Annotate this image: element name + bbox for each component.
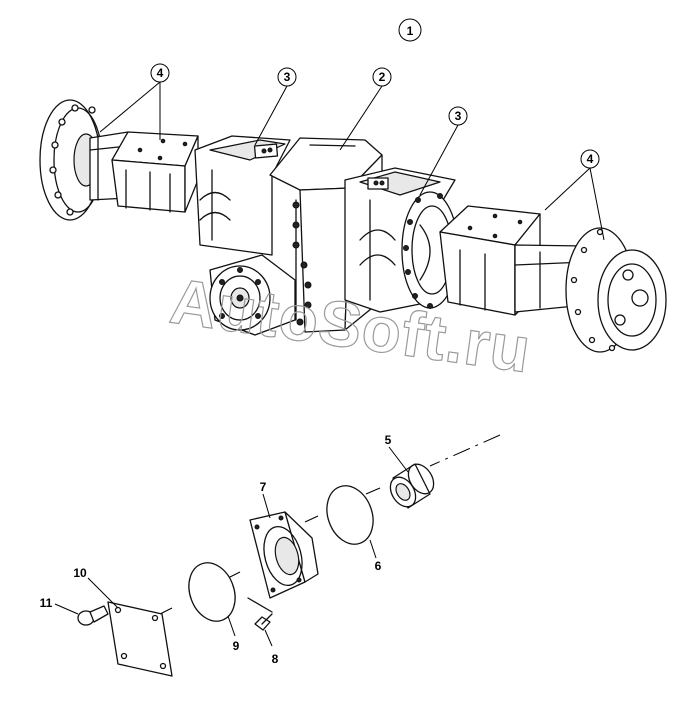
callout-3-left: 3 xyxy=(277,67,297,87)
callout-11: 11 xyxy=(40,596,53,610)
screw-part-8 xyxy=(247,597,273,631)
bushing-part-5 xyxy=(389,463,435,509)
callout-2: 2 xyxy=(372,67,392,87)
gasket-part-9 xyxy=(188,562,236,622)
bolt-part-11 xyxy=(77,605,109,626)
callout-10: 10 xyxy=(73,566,87,580)
exploded-parts xyxy=(54,434,501,677)
bearing-housing-part-7 xyxy=(249,511,319,599)
callout-5: 5 xyxy=(385,433,392,447)
gasket-part-6 xyxy=(326,485,374,545)
callout-9: 9 xyxy=(233,639,240,653)
callout-4-right-number: 4 xyxy=(587,152,594,166)
top-leader-lines xyxy=(99,81,605,241)
callout-2-number: 2 xyxy=(379,70,386,84)
left-diff-housing xyxy=(194,135,291,256)
callout-3-right: 3 xyxy=(448,106,468,126)
left-spring-pad xyxy=(111,131,199,213)
axle-assembly-illustration xyxy=(39,81,667,353)
callout-8: 8 xyxy=(272,652,279,666)
callout-1: 1 xyxy=(398,18,422,42)
callout-4-right: 4 xyxy=(580,149,600,169)
callout-6: 6 xyxy=(375,559,382,573)
cover-plate-part-10 xyxy=(107,601,173,677)
input-flange xyxy=(209,254,296,336)
callout-4-left: 4 xyxy=(150,63,170,83)
callout-3-left-number: 3 xyxy=(284,70,291,84)
right-hub xyxy=(565,227,667,353)
callout-4-left-number: 4 xyxy=(157,66,164,80)
callout-7: 7 xyxy=(260,480,267,494)
callout-1-number: 1 xyxy=(407,24,414,38)
callout-3-right-number: 3 xyxy=(455,109,462,123)
callout-labels: 1 4 3 2 3 4 5 6 7 8 9 10 11 xyxy=(40,18,600,666)
